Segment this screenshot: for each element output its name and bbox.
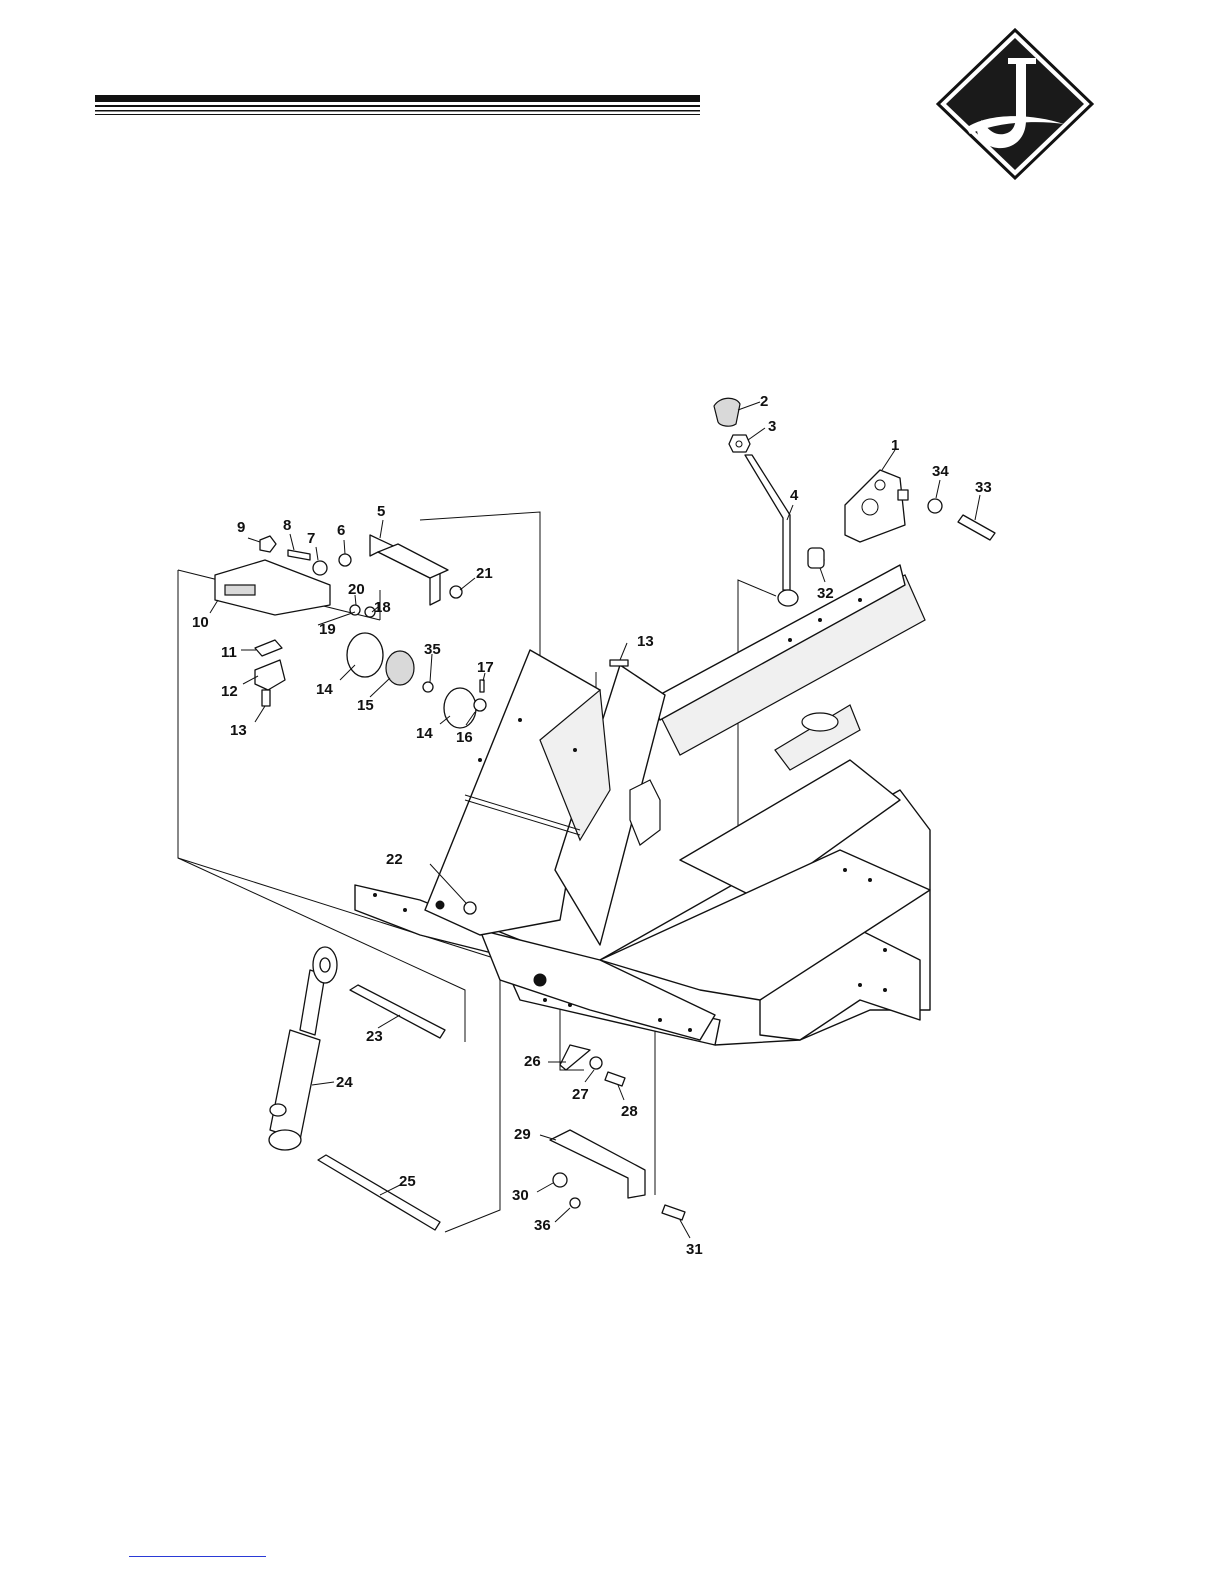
callout-12: 12 xyxy=(221,683,238,700)
part-4-lever-rod xyxy=(745,455,798,606)
callout-23: 23 xyxy=(366,1028,383,1045)
part-24-cylinder xyxy=(269,947,337,1150)
callout-17: 17 xyxy=(477,659,494,676)
callout-21: 21 xyxy=(476,565,493,582)
callout-32: 32 xyxy=(817,585,834,602)
callout-30: 30 xyxy=(512,1187,529,1204)
callout-7: 7 xyxy=(307,530,315,547)
callout-24: 24 xyxy=(336,1074,353,1091)
part-11-12-clips xyxy=(255,640,285,690)
callout-27: 27 xyxy=(572,1086,589,1103)
part-32-link xyxy=(808,548,824,568)
callout-19: 19 xyxy=(319,621,336,638)
callout-16: 16 xyxy=(456,729,473,746)
callout-29: 29 xyxy=(514,1126,531,1143)
callout-4: 4 xyxy=(790,487,799,504)
part-23-rod xyxy=(350,985,445,1038)
callout-15: 15 xyxy=(357,697,374,714)
callout-5: 5 xyxy=(377,503,385,520)
part-29-bracket xyxy=(550,1130,645,1198)
callout-35: 35 xyxy=(424,641,441,658)
part-25-rod xyxy=(318,1155,440,1230)
footer-link-underline[interactable] xyxy=(129,1556,266,1557)
part-26-clip xyxy=(560,1045,590,1070)
callout-36: 36 xyxy=(534,1217,551,1234)
part-2-knob xyxy=(714,398,740,426)
callout-6: 6 xyxy=(337,522,345,539)
callout-28: 28 xyxy=(621,1103,638,1120)
part-3-nut xyxy=(729,435,750,452)
callout-33: 33 xyxy=(975,479,992,496)
callout-20: 20 xyxy=(348,581,365,598)
callout-10: 10 xyxy=(192,614,209,631)
callout-2: 2 xyxy=(760,393,768,410)
callout-25: 25 xyxy=(399,1173,416,1190)
callout-14-left: 14 xyxy=(316,681,333,698)
callout-9: 9 xyxy=(237,519,245,536)
callout-8: 8 xyxy=(283,517,291,534)
callout-31: 31 xyxy=(686,1241,703,1258)
part-1-lever-bracket xyxy=(845,470,908,542)
part-5-bracket xyxy=(370,535,448,605)
callout-14-right: 14 xyxy=(416,725,433,742)
callout-34: 34 xyxy=(932,463,949,480)
callout-26: 26 xyxy=(524,1053,541,1070)
callout-13-lower: 13 xyxy=(230,722,247,739)
callout-1: 1 xyxy=(891,437,899,454)
callout-3: 3 xyxy=(768,418,776,435)
callout-22: 22 xyxy=(386,851,403,868)
callout-11: 11 xyxy=(221,644,237,661)
callout-13-upper: 13 xyxy=(637,633,654,650)
callout-18: 18 xyxy=(374,599,391,616)
